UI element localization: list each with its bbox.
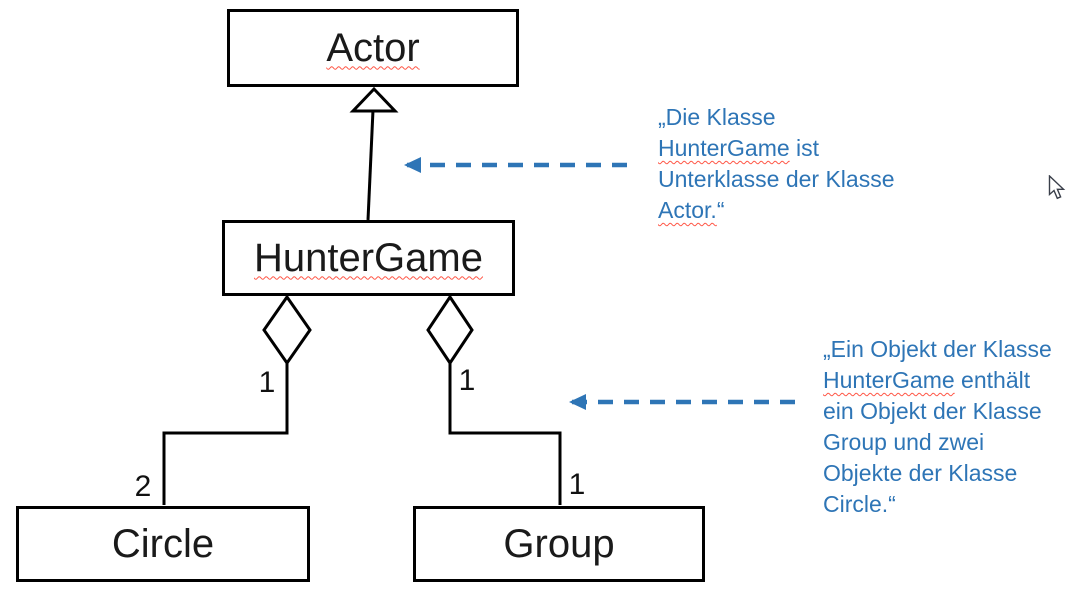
multiplicity-huntergame-group: 1 bbox=[458, 364, 476, 397]
multiplicity-group: 1 bbox=[568, 468, 586, 501]
annotation-line: HunterGame ist bbox=[658, 135, 820, 161]
annotation-line: „Die Klasse bbox=[658, 104, 776, 130]
class-name-group: Group bbox=[503, 521, 615, 566]
annotation-line: „Ein Objekt der Klasse bbox=[823, 336, 1052, 362]
annotation-line: Objekte der Klasse bbox=[823, 460, 1018, 486]
multiplicity-circle: 2 bbox=[134, 470, 152, 503]
class-name-huntergame: HunterGame bbox=[254, 235, 483, 280]
class-box-actor[interactable]: Actor bbox=[227, 9, 519, 87]
annotation-line: ein Objekt der Klasse bbox=[823, 398, 1042, 424]
inheritance-connector bbox=[349, 86, 399, 221]
aggregation-connector-circle bbox=[162, 294, 312, 505]
annotation-line: Circle.“ bbox=[823, 491, 896, 517]
annotation-line: Group und zwei bbox=[823, 429, 985, 455]
annotation-line: Actor.“ bbox=[658, 197, 725, 223]
class-box-huntergame[interactable]: HunterGame bbox=[222, 220, 515, 296]
annotation-line: Unterklasse der Klasse bbox=[658, 166, 895, 192]
class-box-circle[interactable]: Circle bbox=[16, 506, 310, 582]
multiplicity-huntergame-circle: 1 bbox=[258, 366, 276, 399]
class-name-actor: Actor bbox=[326, 25, 420, 70]
aggregation-connector-group bbox=[426, 294, 562, 505]
class-name-circle: Circle bbox=[111, 521, 215, 566]
mouse-cursor-icon bbox=[1048, 175, 1066, 200]
class-box-group[interactable]: Group bbox=[413, 506, 705, 582]
annotation-line: HunterGame enthält bbox=[823, 367, 1031, 393]
